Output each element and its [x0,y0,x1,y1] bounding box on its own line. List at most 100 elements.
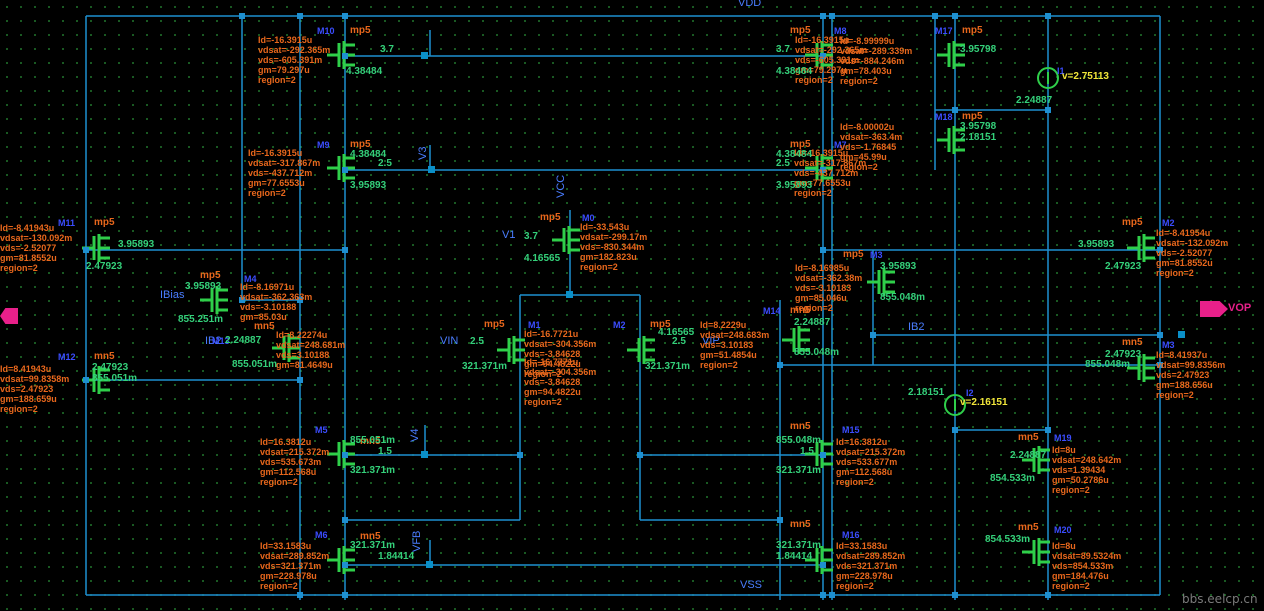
transistor-symbol [1022,446,1050,474]
device-annotation: Id=8u [1052,541,1076,551]
device-annotation: gm=188.659u [0,394,57,404]
device-model: mp5 [790,25,811,36]
ib2-right-label: IB2 [908,321,925,333]
device-annotation: vdsat=-292.365m [258,45,331,55]
transistor-symbol [327,41,355,69]
device-annotation: vdsat=99.8358m [0,374,70,384]
device-annotation: vdsat=-130.092m [0,233,73,243]
device-annotation: gm=182.823u [580,252,637,262]
junction-pin[interactable] [1178,331,1185,338]
device-annotation: region=2 [258,75,296,85]
node-voltage: 855.251m [178,314,224,325]
device-model: mn5 [360,531,381,542]
device-model: mp5 [843,249,864,260]
device-instance-name: M18 [935,112,953,122]
device-annotation: gm=228.978u [260,571,317,581]
node-voltage: 3.95893 [776,180,813,191]
transistor-symbol [1127,234,1155,262]
device-annotation: region=2 [260,581,298,591]
device-annotation: gm=184.476u [1052,571,1109,581]
device-model: mp5 [962,111,983,122]
source-name: I2 [966,388,974,398]
device-annotation: Id=8.41943u [0,364,52,374]
device-annotation: vdsat=-362.38m [795,273,863,283]
node-voltage: 855.051m [232,359,278,370]
device-model: mn5 [790,305,811,316]
node-voltage: 2.5 [378,158,392,169]
node-voltage: 854.533m [985,534,1031,545]
device-annotation: gm=228.978u [836,571,893,581]
wire-junction [1045,107,1051,113]
device-annotation: gm=77.6553u [248,178,305,188]
wire-junction [83,377,89,383]
device-instance-name: M3 [870,250,883,260]
device-instance-name: M0 [582,213,595,223]
device-annotation: vds=-2.52077 [1156,248,1213,258]
device-annotation: gm=81.4649u [276,360,333,370]
device-annotation: vds=-605.391m [258,55,323,65]
transistor-symbol [327,546,355,574]
device-annotation: vds=-437.712m [794,168,859,178]
wire-junction [829,13,835,19]
wire-junction [820,452,826,458]
device-annotation: Id=8.22274u [276,330,328,340]
wire-junction [1045,13,1051,19]
v3-label: V3 [417,146,429,160]
node-voltage: 3.95798 [960,44,997,55]
vin-pin[interactable] [0,308,18,324]
device-instance-name: M20 [1054,525,1072,535]
wire-junction [777,362,783,368]
device-annotation: region=2 [840,76,878,86]
device-annotation: vdsat=-317.867m [248,158,321,168]
node-voltage: 3.95893 [185,281,222,292]
transistor-symbol [937,126,965,154]
wire-junction [342,53,348,59]
device-instance-name: M6 [315,530,328,540]
node-voltage: 3.95893 [880,261,917,272]
wire-junction [820,562,826,568]
device-annotation: Id=-33.543u [580,222,630,232]
junction-pin[interactable] [426,561,433,568]
junction-pin[interactable] [428,166,435,173]
device-annotation: vds=-884.246m [840,56,905,66]
device-annotation: region=2 [524,397,562,407]
device-annotation: region=2 [840,162,878,172]
device-instance-name: M3 [1162,340,1175,350]
device-model: mp5 [350,139,371,150]
device-model: mp5 [650,319,671,330]
transistor-symbol [805,546,833,574]
device-annotation: gm=188.656u [1156,380,1213,390]
wire-junction [870,332,876,338]
node-voltage: 321.371m [350,465,396,476]
device-annotation: gm=78.403u [840,66,892,76]
device-annotation: gm=51.4854u [700,350,757,360]
node-voltage: 2.24887 [794,317,831,328]
device-instance-name: M4 [244,274,257,284]
wire-junction [342,247,348,253]
device-annotation: vds=1.39434 [1052,465,1106,475]
wire-junction [342,592,348,598]
node-voltage: 4.16565 [524,253,561,264]
node-voltage: 4.16565 [658,327,695,338]
device-model: mp5 [962,25,983,36]
vop-pin[interactable] [1200,301,1228,317]
device-annotation: vdsat=248.681m [276,340,346,350]
device-annotation: gm=112.568u [260,467,317,477]
node-voltage: 321.371m [462,361,508,372]
node-voltage: 2.47923 [1105,261,1142,272]
node-voltage: 3.7 [524,231,538,242]
device-annotation: vdsat=289.852m [260,551,330,561]
junction-pin[interactable] [421,52,428,59]
wire-junction [952,427,958,433]
node-voltage: 2.18151 [908,387,945,398]
wire-junction [342,13,348,19]
device-model: mn5 [790,519,811,530]
device-annotation: Id=-8.41943u [0,223,55,233]
device-annotation: Id=33.1583u [260,541,312,551]
device-annotation: gm=81.8552u [1156,258,1213,268]
device-annotation: region=2 [795,75,833,85]
node-voltage: 3.95893 [118,239,155,250]
junction-pin[interactable] [566,291,573,298]
junction-pin[interactable] [421,451,428,458]
transistor-symbol [200,286,228,314]
